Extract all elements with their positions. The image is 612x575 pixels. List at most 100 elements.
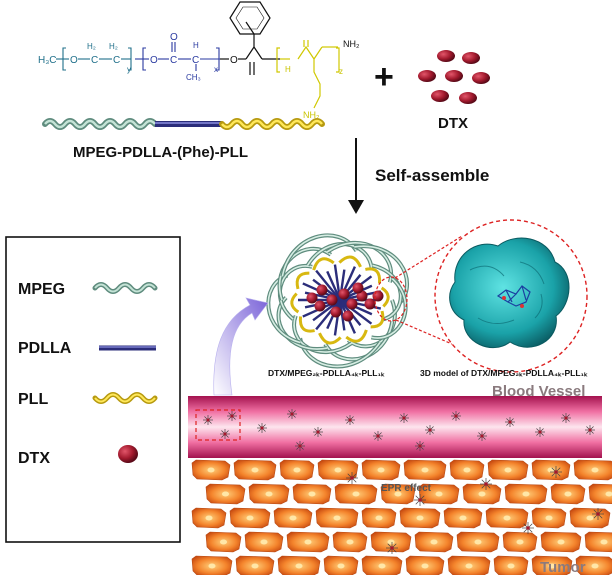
tumor-cell <box>588 483 612 504</box>
micelle-pll-shell <box>338 255 362 268</box>
extravasated-micelle <box>522 522 534 534</box>
peg-carbon-label: C <box>91 55 98 66</box>
tumor-cell <box>191 507 227 529</box>
extravasated-micelle <box>592 508 604 520</box>
tumor-cell <box>370 531 412 553</box>
tumor-cell <box>292 483 332 505</box>
tumor-cell <box>361 507 397 529</box>
tumor-cell <box>443 507 483 529</box>
peg-methyl-label: H₃C <box>38 55 57 66</box>
circulating-micelle <box>415 441 425 451</box>
tumor-cell <box>502 531 538 553</box>
pdlla-methine-carbon-label: C <box>192 55 199 66</box>
micelle-pdlla-core <box>315 299 341 331</box>
micelle-pll-shell <box>298 316 315 333</box>
circulating-micelle <box>287 409 297 419</box>
micelle-pdlla-core <box>315 269 341 301</box>
micelle-dtx <box>338 288 350 300</box>
circulating-micelle <box>227 411 237 421</box>
pdlla-oxygen-label: O <box>150 55 158 66</box>
tumor-cell <box>233 459 277 481</box>
blood-vessel <box>188 396 602 458</box>
pll-h-label: H <box>285 65 291 74</box>
peg-h2-label-a: H₂ <box>87 42 96 51</box>
chemical-structure: H₃C O C H₂ C H₂ y O C O C H CH₃ x <box>38 1 360 120</box>
micelle-caption: DTX/MPEG₂ₖ-PDLLA₄ₖ-PLL₁ₖ <box>268 368 385 378</box>
tumor-cell <box>449 459 485 481</box>
extravasated-micelle <box>386 542 398 554</box>
tumor-cell <box>403 459 447 481</box>
legend-box: MPEG PDLLA PLL DTX <box>5 236 181 543</box>
circulating-micelle <box>220 429 230 439</box>
pdlla-methyl-label: CH₃ <box>186 73 201 82</box>
copolymer-label: MPEG-PDLLA-(Phe)-PLL <box>73 144 248 161</box>
tumor-cell <box>380 483 416 505</box>
dtx-molecule <box>462 52 480 64</box>
tumor-label: Tumor <box>540 559 586 575</box>
tumor-cell <box>399 507 441 529</box>
micelle-dtx <box>314 300 326 312</box>
micelle-pll-shell <box>345 329 368 343</box>
tumor-cell <box>191 459 231 481</box>
micelle-dtx <box>326 294 338 306</box>
plus-sign: + <box>374 58 394 96</box>
pdlla-h-label: H <box>193 41 199 50</box>
micelle-dtx <box>352 282 364 294</box>
tumor-cell <box>414 531 454 553</box>
micelle-pll-shell <box>370 310 385 329</box>
micelle-pdlla-core <box>333 299 342 336</box>
circulating-micelle <box>505 417 515 427</box>
tumor-cell <box>485 507 529 529</box>
tumor-cell <box>569 507 611 529</box>
circulating-micelle <box>451 411 461 421</box>
tumor-cell <box>248 483 290 505</box>
micelle-pll-shell <box>312 257 335 271</box>
dtx-molecule <box>472 72 490 84</box>
tumor-cell <box>361 555 403 575</box>
dtx-molecule <box>431 90 449 102</box>
dtx-molecule <box>459 92 477 104</box>
micelle-dtx <box>306 292 318 304</box>
tumor-cell <box>315 507 359 529</box>
tumor-cell <box>361 459 401 481</box>
tumor-cell <box>540 531 582 553</box>
self-assemble-label: Self-assemble <box>375 166 489 185</box>
micelle-pll-shell <box>365 267 382 284</box>
micelle-pdlla-core <box>339 299 373 325</box>
micelle-pll-shell <box>318 332 342 345</box>
circulating-micelle <box>345 415 355 425</box>
tumor-tissue <box>191 459 612 575</box>
legend-mpeg-label: MPEG <box>18 281 65 298</box>
micelle-pdlla-core <box>338 299 346 331</box>
micelle-dtx <box>346 298 358 310</box>
micelle-pll-shell <box>380 286 390 308</box>
dtx-drug-cluster <box>418 50 490 104</box>
micelle-dtx <box>342 310 354 322</box>
tumor-cell <box>205 483 246 505</box>
micelle-pll-shell <box>295 271 310 290</box>
phe-oxygen-label: O <box>230 55 238 66</box>
tumor-cell <box>487 459 529 481</box>
tumor-cell <box>493 555 529 575</box>
vessel-zoom-marker <box>195 409 241 441</box>
tumor-cell <box>286 531 330 553</box>
tumor-cell <box>235 555 275 575</box>
peg-carbon-label-b: C <box>113 55 120 66</box>
pll-sidechain-amine-label: NH₂ <box>303 110 320 120</box>
tumor-cell <box>584 531 612 553</box>
micelle-dtx <box>364 298 376 310</box>
tumor-cell <box>531 555 573 575</box>
extravasated-micelle <box>550 466 562 478</box>
extravasated-micelle <box>414 494 426 506</box>
tumor-cell <box>334 483 378 505</box>
micelle-pll-shell <box>290 292 300 314</box>
tumor-cell <box>531 459 571 481</box>
micelle-pdlla-core <box>326 270 342 301</box>
extravasated-micelle <box>346 472 358 484</box>
tumor-cell <box>317 459 359 481</box>
tumor-cell <box>573 459 612 481</box>
dtx-label: DTX <box>438 115 468 132</box>
micelle-mpeg-loop <box>298 337 382 369</box>
micelle-dtx <box>316 284 328 296</box>
circulating-micelle <box>203 415 213 425</box>
